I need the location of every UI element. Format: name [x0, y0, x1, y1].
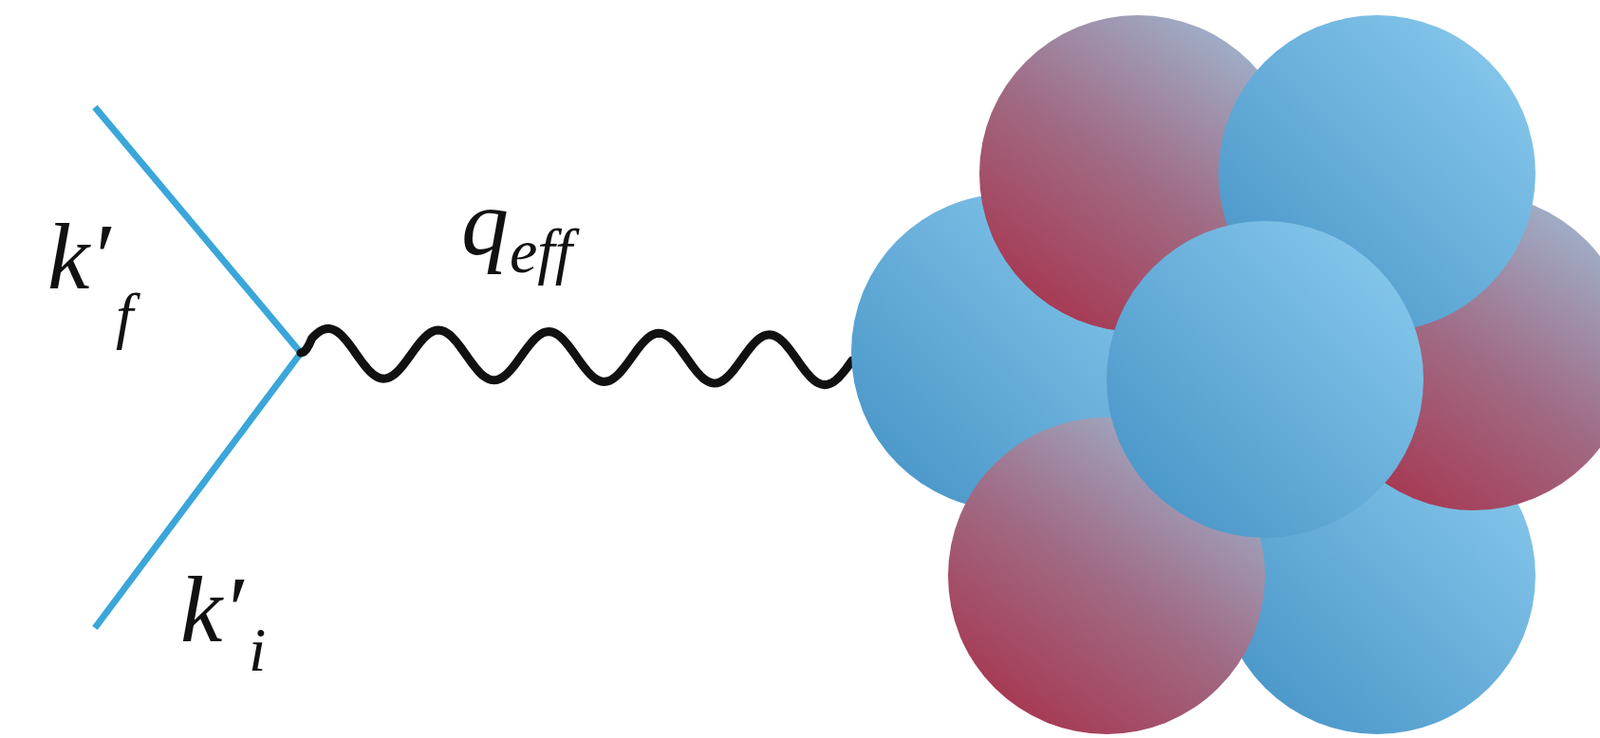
transfer-symbol: q	[461, 175, 509, 271]
neutron-sphere	[1106, 221, 1424, 539]
photon-wavy-line	[300, 328, 853, 385]
momentum-subscript: f	[115, 284, 133, 348]
momentum-symbol: k′	[47, 209, 111, 305]
momentum-symbol: k′	[180, 562, 243, 658]
outgoing-lepton-line	[94, 107, 301, 354]
momentum-subscript: i	[248, 618, 266, 682]
transfer-subscript: eff	[509, 220, 573, 283]
